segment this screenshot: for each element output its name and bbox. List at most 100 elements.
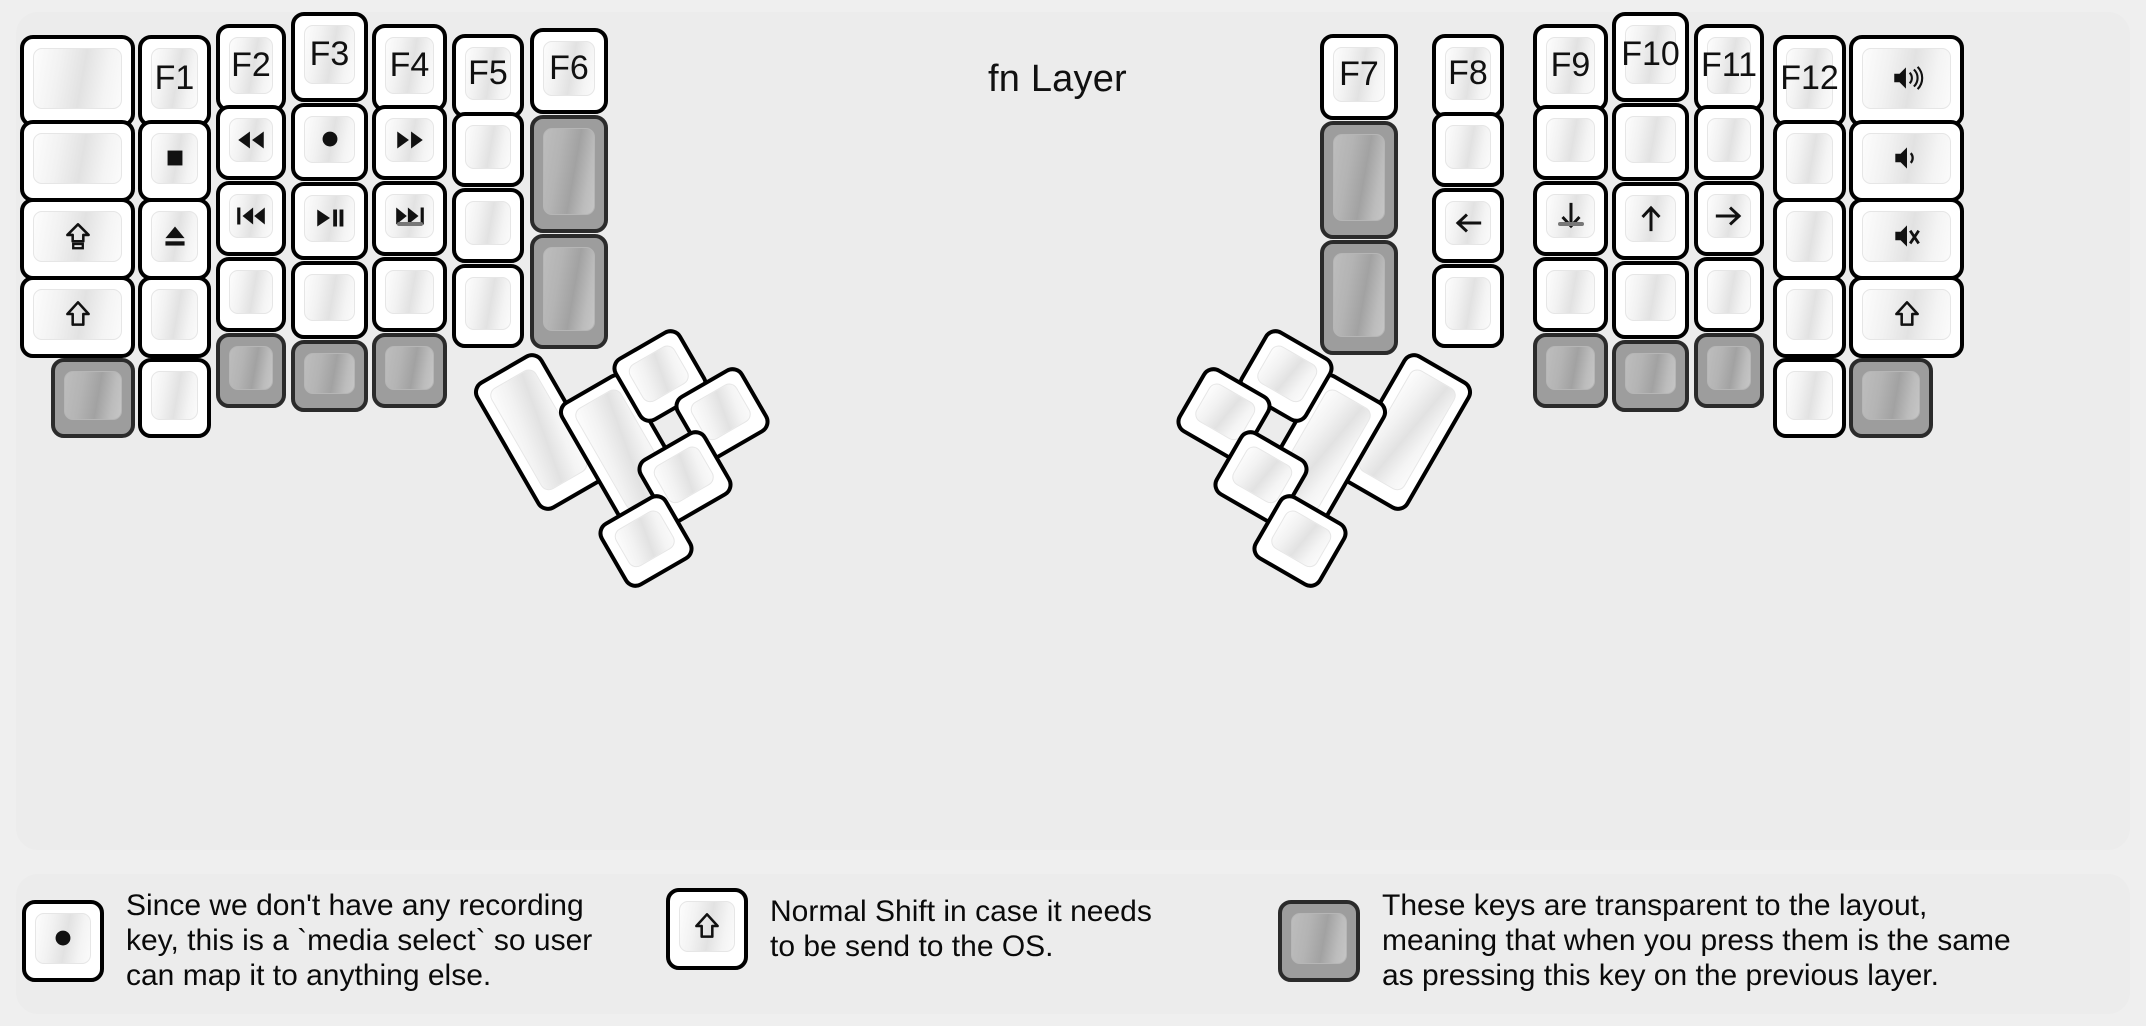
key-media-prev[interactable]	[216, 181, 286, 256]
key-shift-right[interactable]	[1849, 276, 1964, 358]
keycap-face	[1786, 211, 1833, 262]
keycap-face	[1707, 346, 1751, 390]
key-volume-mute[interactable]	[1849, 198, 1964, 280]
keycap-face	[465, 201, 511, 245]
key-f8[interactable]: F8	[1432, 34, 1504, 118]
key-blank-c5r4[interactable]	[372, 257, 447, 332]
key-blank-r1c1[interactable]	[20, 35, 135, 127]
key-blank-rc3r4[interactable]	[1533, 257, 1608, 332]
key-f7[interactable]: F7	[1320, 34, 1398, 120]
key-label: F12	[1780, 59, 1839, 97]
key-media-eject[interactable]	[138, 198, 211, 280]
key-trans-rc5r5[interactable]	[1694, 333, 1764, 408]
key-trans-c7r2[interactable]	[530, 115, 608, 233]
key-trans-r-b1[interactable]	[1849, 358, 1933, 438]
key-blank-r4c2[interactable]	[138, 276, 211, 358]
key-blank-rc6r2[interactable]	[1773, 120, 1846, 202]
key-f4[interactable]: F4	[372, 24, 447, 112]
key-media-next[interactable]	[372, 181, 447, 256]
volume-down-icon	[1894, 147, 1914, 169]
key-trans-rc3r5[interactable]	[1533, 333, 1608, 408]
keycap-face	[304, 353, 355, 394]
key-media-fastforward[interactable]	[372, 105, 447, 180]
legend-media-select-key-sample	[22, 899, 104, 982]
key-blank-c6r4[interactable]	[452, 264, 524, 348]
key-blank-rc3r2[interactable]	[1533, 105, 1608, 180]
key-blank-r5c2[interactable]	[138, 358, 211, 438]
key-arrow-left[interactable]	[1432, 188, 1504, 263]
eject-icon	[142, 202, 207, 276]
key-blank-c3r4[interactable]	[216, 257, 286, 332]
key-blank	[24, 39, 131, 123]
keycap-face	[229, 270, 273, 314]
key-trans-c4r5[interactable]	[291, 340, 368, 412]
key-trans-rc4r5[interactable]	[1612, 340, 1689, 412]
keycap-face	[1625, 25, 1676, 84]
key-arrow-down[interactable]	[1533, 181, 1608, 256]
key-f9[interactable]: F9	[1533, 24, 1608, 112]
fast-forward-icon	[396, 131, 423, 148]
key-arrow-right[interactable]	[1694, 181, 1764, 256]
key-blank-rc5r4[interactable]	[1694, 257, 1764, 332]
keycap-face	[385, 118, 434, 162]
key-blank-rc5r2[interactable]	[1694, 105, 1764, 180]
key-volume-down[interactable]	[1849, 120, 1964, 202]
key-f2[interactable]: F2	[216, 24, 286, 112]
key-f6[interactable]: F6	[530, 28, 608, 114]
key-f11[interactable]: F11	[1694, 24, 1764, 112]
keycap-face	[151, 48, 198, 109]
key-blank-c6r3[interactable]	[452, 188, 524, 263]
caps-shift-icon	[24, 202, 131, 276]
legend-transparent-text: These keys are transparent to the layout…	[1382, 889, 2011, 993]
arrow-up-icon	[1640, 205, 1661, 232]
key-arrow-up[interactable]	[1612, 182, 1689, 260]
key-trans-r-c1r3[interactable]	[1320, 240, 1398, 355]
volume-down-icon	[1853, 124, 1960, 198]
key-blank	[376, 261, 443, 328]
key-caps-shift[interactable]	[20, 198, 135, 280]
key-blank-rc2r4[interactable]	[1432, 264, 1504, 348]
key-media-record[interactable]	[291, 103, 368, 181]
key-f1[interactable]: F1	[138, 35, 211, 127]
rewind-icon	[238, 131, 264, 148]
key-blank	[1777, 362, 1842, 434]
key-blank-r2c1[interactable]	[20, 120, 135, 202]
key-blank-c4r4[interactable]	[291, 261, 368, 339]
key-blank	[1616, 344, 1685, 408]
key-label: F10	[1621, 35, 1680, 73]
key-trans-l-b1[interactable]	[51, 358, 135, 438]
key-media-playpause[interactable]	[291, 182, 368, 260]
key-f5[interactable]: F5	[452, 34, 524, 118]
key-blank-rc6r5[interactable]	[1773, 358, 1846, 438]
key-trans-c3r5[interactable]	[216, 333, 286, 408]
key-label: F8	[1448, 54, 1488, 92]
key-blank-rc6r4[interactable]	[1773, 276, 1846, 358]
key-trans-c5r5[interactable]	[372, 333, 447, 408]
key-trans-r-c1r2[interactable]	[1320, 121, 1398, 239]
keycap-face	[543, 128, 595, 215]
key-shift-left[interactable]	[20, 276, 135, 358]
keycap-face	[151, 371, 198, 420]
keycap-face	[385, 270, 434, 314]
stop-icon	[167, 150, 182, 166]
key-blank	[1436, 268, 1500, 344]
key-blank-rc4r4[interactable]	[1612, 261, 1689, 339]
key-blank-rc4r2[interactable]	[1612, 103, 1689, 181]
keycap-face	[1333, 134, 1385, 221]
key-trans-c7r3[interactable]	[530, 234, 608, 349]
key-media-stop[interactable]	[138, 120, 211, 202]
key-volume-up[interactable]	[1849, 35, 1964, 127]
key-f12[interactable]: F12	[1773, 35, 1846, 127]
key-blank	[295, 265, 364, 335]
keycap-face	[385, 37, 434, 94]
key-blank-c6r2[interactable]	[452, 112, 524, 187]
key-blank-rc2r2[interactable]	[1432, 112, 1504, 187]
key-f10[interactable]: F10	[1612, 12, 1689, 102]
key-blank	[1616, 107, 1685, 177]
key-media-rewind[interactable]	[216, 105, 286, 180]
key-blank-rc6r3[interactable]	[1773, 198, 1846, 280]
keycap-face	[1445, 47, 1491, 100]
key-f3[interactable]: F3	[291, 12, 368, 102]
key-blank	[1324, 244, 1394, 351]
keycap-face	[465, 125, 511, 169]
